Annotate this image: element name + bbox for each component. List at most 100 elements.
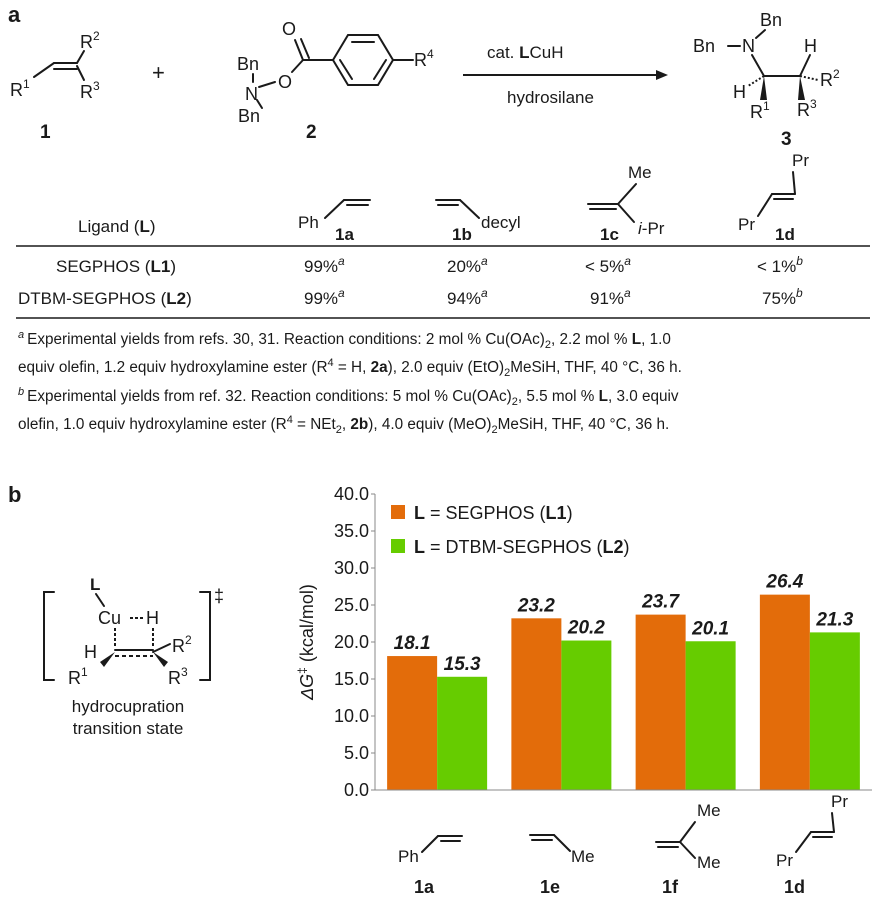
svg-text:Me: Me xyxy=(571,847,595,866)
category-label-1e: 1e xyxy=(540,877,560,897)
bar-value-1a-series-1: 18.1 xyxy=(394,633,431,654)
svg-text:R3: R3 xyxy=(797,97,817,120)
arrow-bottom-text: hydrosilane xyxy=(507,88,594,107)
cell-r1-1c: < 5%a xyxy=(585,254,631,276)
svg-text:Bn: Bn xyxy=(760,10,782,30)
svg-text:equiv olefin, 1.2 equiv hydrox: equiv olefin, 1.2 equiv hydroxylamine es… xyxy=(18,357,682,379)
svg-text:Pr: Pr xyxy=(776,851,793,870)
cell-r1-1d: < 1%b xyxy=(757,254,803,276)
y-tick-label: 0.0 xyxy=(344,780,369,800)
ts-caption-2: transition state xyxy=(73,719,184,738)
legend-label-segphos: L = SEGPHOS (L1) xyxy=(414,503,573,523)
y-tick-label: 35.0 xyxy=(334,521,369,541)
svg-text:Ph: Ph xyxy=(398,847,419,866)
substrate-1a: Ph 1a xyxy=(298,199,371,244)
compound-2-label: 2 xyxy=(306,122,317,143)
svg-text:R1: R1 xyxy=(750,99,770,122)
arrow-top-text: cat. LCuH xyxy=(487,43,564,62)
bar-1a-series-1 xyxy=(387,656,438,790)
product-3-structure: Bn Bn N H H R2 R1 R3 3 xyxy=(693,10,840,150)
svg-text:R3: R3 xyxy=(168,665,188,688)
y-tick-label: 25.0 xyxy=(334,595,369,615)
legend-swatch-segphos xyxy=(391,505,405,519)
bar-value-1d-series-2: 21.3 xyxy=(815,609,853,630)
svg-text:R1: R1 xyxy=(10,77,30,100)
bar-1f-series-1 xyxy=(635,614,686,790)
y-axis-ticks: 0.05.010.015.020.025.030.035.040.0 xyxy=(334,484,375,800)
category-label-1f: 1f xyxy=(662,877,679,897)
bar-value-1a-series-2: 15.3 xyxy=(444,654,481,675)
y-tick-label: 10.0 xyxy=(334,706,369,726)
svg-text:1c: 1c xyxy=(600,225,619,244)
svg-text:i-Pr: i-Pr xyxy=(638,219,665,238)
category-1f-structure: Me Me 1f xyxy=(655,801,721,897)
bar-1d-series-1 xyxy=(759,594,810,790)
category-label-1d: 1d xyxy=(784,877,805,897)
reactant-1-structure: R1 R2 R3 1 xyxy=(10,29,100,143)
y-tick-label: 5.0 xyxy=(344,743,369,763)
category-1d-structure: Pr Pr 1d xyxy=(776,792,848,897)
svg-text:H: H xyxy=(146,608,159,628)
category-label-1a: 1a xyxy=(414,877,435,897)
bar-1d-series-2 xyxy=(809,632,860,790)
bars xyxy=(387,594,860,790)
ts-caption-1: hydrocupration xyxy=(72,697,184,716)
bar-value-1f-series-1: 23.7 xyxy=(641,592,680,613)
substrate-1c: Me i-Pr 1c xyxy=(587,163,665,244)
svg-text:Pr: Pr xyxy=(738,215,755,234)
svg-text:O: O xyxy=(278,72,292,92)
svg-text:R2: R2 xyxy=(172,633,192,656)
legend-swatch-dtbm-segphos xyxy=(391,539,405,553)
y-axis-label: ΔG‡ (kcal/mol) xyxy=(295,584,317,701)
transition-state-structure: ‡ L Cu H H R2 R1 R3 hydrocupration trans… xyxy=(43,575,224,738)
svg-text:N: N xyxy=(245,84,258,104)
panel-a-label: a xyxy=(8,2,21,27)
compound-3-label: 3 xyxy=(781,129,792,150)
reaction-arrow: cat. LCuH hydrosilane xyxy=(463,43,668,107)
bar-value-labels: 18.115.323.220.223.720.126.421.3 xyxy=(394,572,854,675)
svg-text:Bn: Bn xyxy=(238,106,260,126)
svg-text:Me: Me xyxy=(628,163,652,182)
bar-value-1d-series-1: 26.4 xyxy=(765,572,803,593)
svg-text:R2: R2 xyxy=(80,29,100,52)
svg-text:H: H xyxy=(733,82,746,102)
panel-b-label: b xyxy=(8,482,21,507)
svg-text:N: N xyxy=(742,36,755,56)
cell-r2-1d: 75%b xyxy=(762,286,803,308)
substrate-1d: Pr Pr 1d xyxy=(738,151,809,244)
y-tick-label: 40.0 xyxy=(334,484,369,504)
compound-1-label: 1 xyxy=(40,122,51,143)
svg-text:R4: R4 xyxy=(414,47,434,70)
svg-text:Pr: Pr xyxy=(792,151,809,170)
bar-value-1e-series-1: 23.2 xyxy=(517,595,555,616)
table-row-1-ligand: SEGPHOS (L1) xyxy=(56,257,176,276)
svg-text:Me: Me xyxy=(697,853,721,872)
svg-text:Bn: Bn xyxy=(237,54,259,74)
svg-text:Pr: Pr xyxy=(831,792,848,811)
svg-text:R2: R2 xyxy=(820,67,840,90)
svg-text:R1: R1 xyxy=(68,665,88,688)
legend-label-dtbm-segphos: L = DTBM-SEGPHOS (L2) xyxy=(414,537,630,557)
svg-text:olefin, 1.0 equiv hydroxylamin: olefin, 1.0 equiv hydroxylamine ester (R… xyxy=(18,414,669,436)
svg-text:Ph: Ph xyxy=(298,213,319,232)
svg-text:L: L xyxy=(90,575,100,594)
category-1e-structure: Me 1e xyxy=(529,834,595,897)
svg-text:1b: 1b xyxy=(452,225,472,244)
bar-1e-series-2 xyxy=(561,640,612,790)
y-tick-label: 20.0 xyxy=(334,632,369,652)
cell-r2-1c: 91%a xyxy=(590,286,631,308)
bar-1e-series-1 xyxy=(511,618,562,790)
reactant-2-structure: Bn N Bn O O R4 2 xyxy=(237,19,434,143)
svg-text:Cu: Cu xyxy=(98,608,121,628)
y-tick-label: 30.0 xyxy=(334,558,369,578)
svg-text:‡: ‡ xyxy=(214,586,224,606)
svg-text:1a: 1a xyxy=(335,225,354,244)
bar-value-1e-series-2: 20.2 xyxy=(567,618,605,639)
cell-r2-1a: 99%a xyxy=(304,286,345,308)
substrate-1b: decyl 1b xyxy=(435,199,521,244)
